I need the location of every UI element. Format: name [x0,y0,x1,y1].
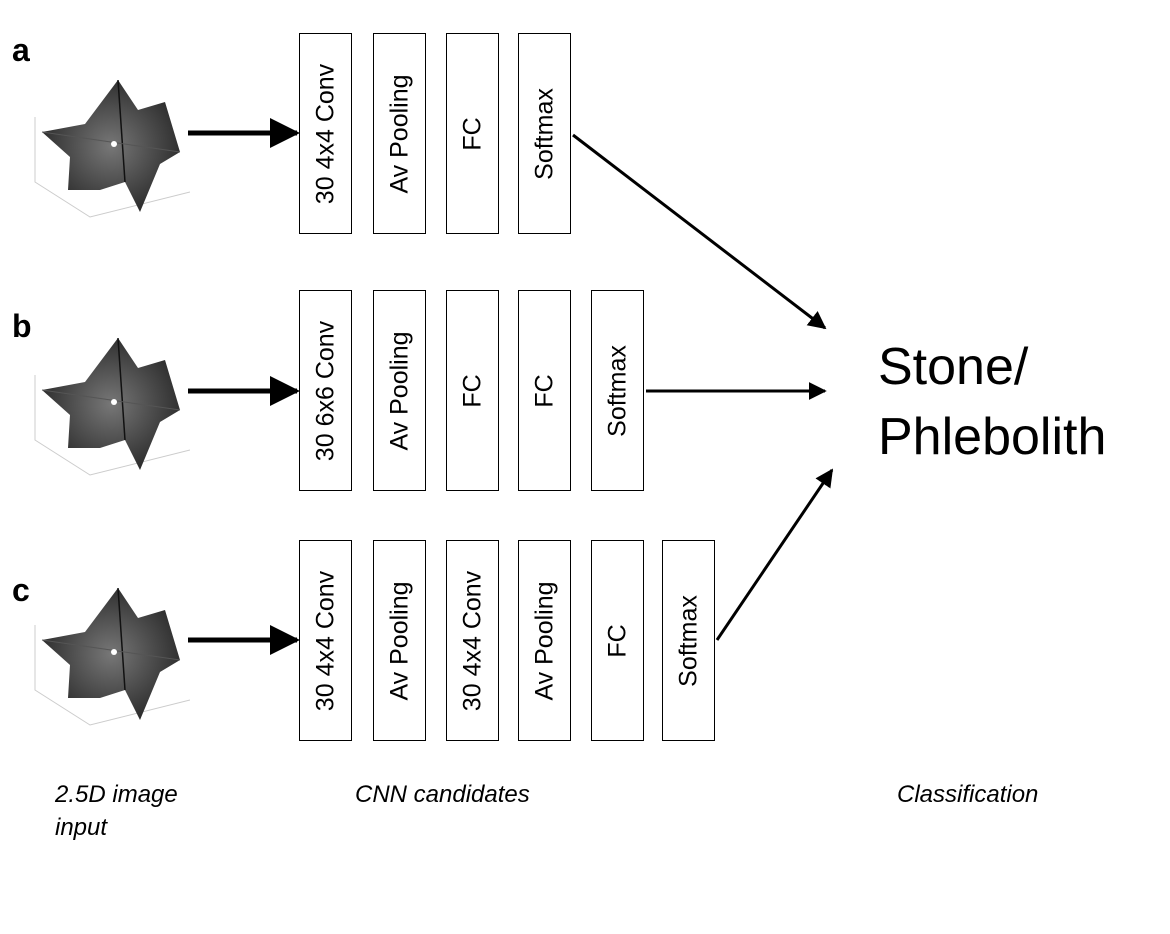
layer-box-b-1: 30 6x6 Conv [299,290,352,491]
layer-label: 30 4x4 Conv [458,570,486,711]
layer-box-c-1: 30 4x4 Conv [299,540,352,741]
row-label-c: c [12,572,30,608]
layer-label: 30 6x6 Conv [311,320,339,461]
layer-label: 30 4x4 Conv [311,63,339,204]
row-label-b: b [12,308,32,344]
layer-label: Av Pooling [385,580,413,701]
layer-label: Softmax [603,344,631,437]
layer-box-a-3: FC [446,33,499,234]
volume-image-icon [34,337,190,476]
output-arrow-c [715,468,834,641]
layer-box-a-2: Av Pooling [373,33,426,234]
layer-box-c-3: 30 4x4 Conv [446,540,499,741]
layer-box-c-2: Av Pooling [373,540,426,741]
layer-label: FC [603,623,631,658]
row-label-a: a [12,32,30,68]
classification-result: Stone/ Phlebolith [878,332,1106,472]
layer-label: FC [530,373,558,408]
caption-classification: Classification [897,781,1039,808]
caption-input: 2.5D image input [55,778,178,844]
caption-cnn: CNN candidates [355,781,530,808]
volume-image-icon [34,79,190,218]
caption-input-line2: input [55,814,108,841]
result-line2: Phlebolith [878,408,1107,466]
output-arrow-a [572,133,827,330]
layer-box-c-5: FC [591,540,644,741]
layer-box-a-4: Softmax [518,33,571,234]
layer-label: Softmax [674,594,702,687]
layer-box-b-3: FC [446,290,499,491]
layer-box-b-4: FC [518,290,571,491]
layer-label: FC [458,116,486,151]
layer-label: FC [458,373,486,408]
layer-label: Av Pooling [385,330,413,451]
layer-box-c-6: Softmax [662,540,715,741]
result-line1: Stone/ [878,338,1029,396]
layer-label: Av Pooling [530,580,558,701]
layer-label: Softmax [530,87,558,180]
layer-label: 30 4x4 Conv [311,570,339,711]
volume-image-icon [34,587,190,726]
layer-box-b-2: Av Pooling [373,290,426,491]
layer-box-c-4: Av Pooling [518,540,571,741]
layer-box-a-1: 30 4x4 Conv [299,33,352,234]
layer-box-b-5: Softmax [591,290,644,491]
caption-input-line1: 2.5D image [55,781,178,808]
layer-label: Av Pooling [385,73,413,194]
